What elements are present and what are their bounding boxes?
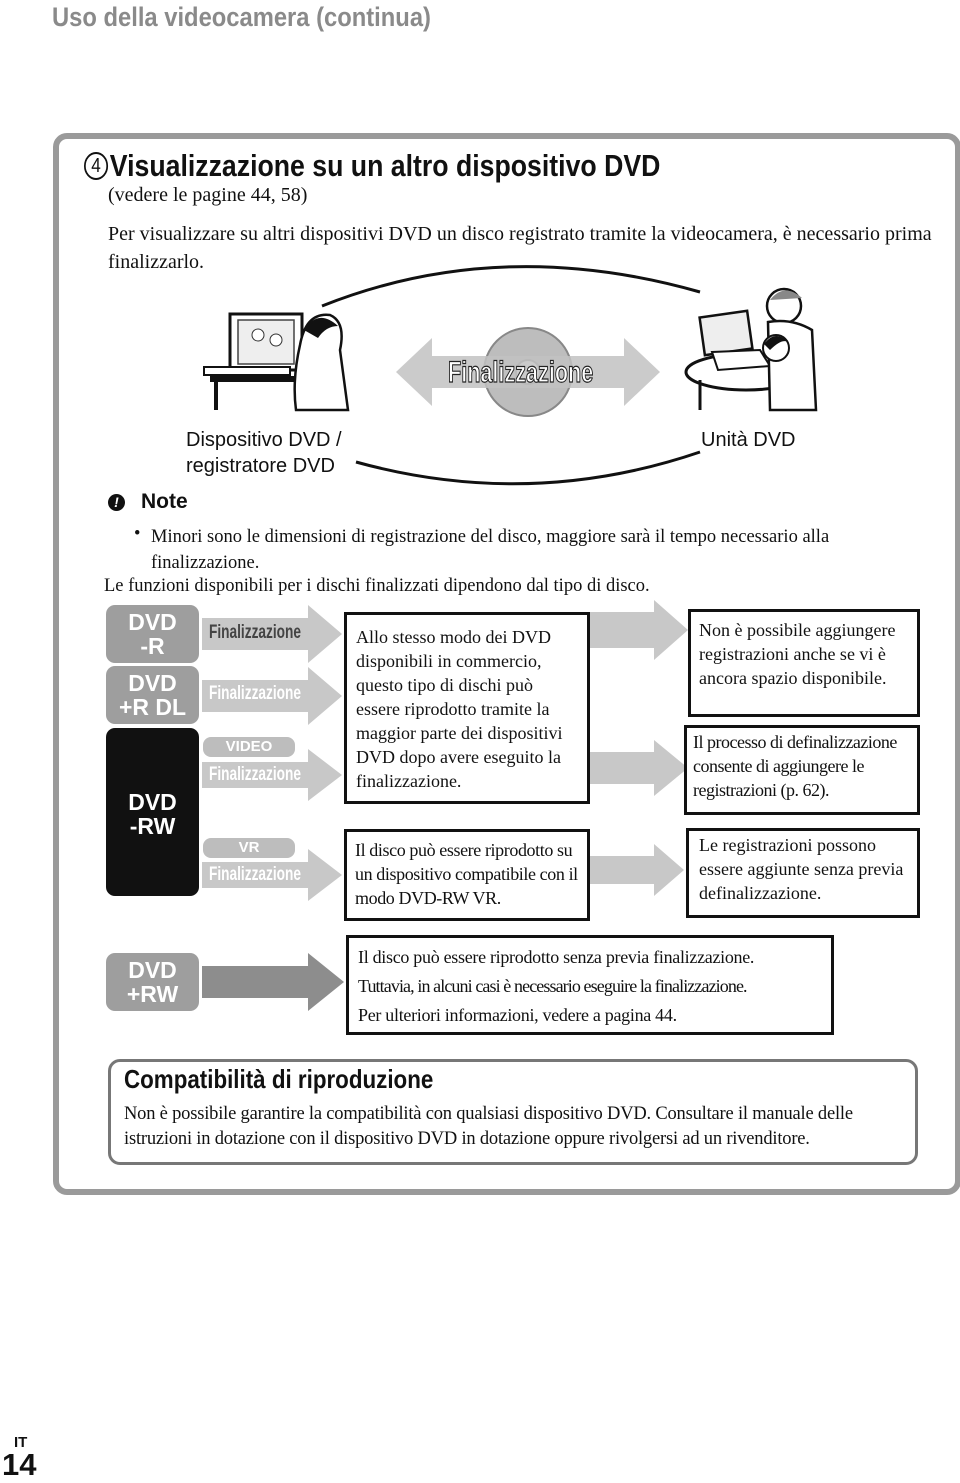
badge-dvd-r-dl: DVD+R DL xyxy=(106,666,199,724)
note-icon: ! xyxy=(108,494,125,511)
compat-title: Compatibilità di riproduzione xyxy=(124,1064,434,1094)
diagram-center-label: Finalizzazione xyxy=(448,355,594,389)
page-header-title: Uso della videocamera (continua) xyxy=(52,2,431,32)
box-definalize: Il processo di definalizzazione consente… xyxy=(684,725,920,815)
flow-arrows xyxy=(202,600,688,1011)
fin-label-vr: Finalizzazione xyxy=(209,864,301,885)
fin-label-dvd-r: Finalizzazione xyxy=(209,622,301,643)
arrow-fin-vr xyxy=(202,849,342,901)
disc-types-intro: Le funzioni disponibili per i dischi fin… xyxy=(104,576,650,596)
finalization-diagram xyxy=(203,265,818,486)
arrow-fin-video xyxy=(202,749,342,801)
box-commercial-playback: Allo stesso modo dei DVD disponibili in … xyxy=(344,612,590,804)
vr-mode-pill: VR xyxy=(203,838,295,858)
badge-dvd-r: DVD-R xyxy=(106,605,199,663)
bullet-dot: • xyxy=(134,524,141,544)
arrow-fin-dvd-r xyxy=(202,605,342,663)
page-number: 14 xyxy=(2,1447,37,1482)
compat-text: Non è possibile garantire la compatibili… xyxy=(124,1104,853,1149)
badge-dvd-rw: DVD-RW xyxy=(106,728,199,896)
box-plus-rw: Il disco può essere riprodotto senza pre… xyxy=(346,935,834,1035)
upper-arc xyxy=(321,265,701,308)
note-bullet-text: Minori sono le dimensioni di registrazio… xyxy=(151,527,830,573)
note-heading: !Note xyxy=(108,490,188,514)
arrow-plus-rw xyxy=(202,953,344,1011)
section-subtitle: (vedere le pagine 44, 58) xyxy=(108,184,308,206)
badge-dvd-plus-rw: DVD+RW xyxy=(106,953,199,1011)
page-language: IT xyxy=(14,1434,28,1451)
video-mode-pill: VIDEO xyxy=(203,737,295,757)
section-intro: Per visualizzare su altri dispositivi DV… xyxy=(108,223,932,273)
box-no-add: Non è possibile aggiungere registrazioni… xyxy=(688,609,920,717)
compat-box xyxy=(108,1059,918,1165)
fin-label-dvd-r-dl: Finalizzazione xyxy=(209,683,301,704)
box-vr-playback: Il disco può essere riprodotto su un dis… xyxy=(344,829,590,921)
pc-viewer-illustration xyxy=(684,287,818,412)
box-vr-add: Le registrazioni possono essere aggiunte… xyxy=(686,828,920,918)
arrow-vr-add xyxy=(590,844,684,896)
fin-label-video: Finalizzazione xyxy=(209,764,301,785)
tv-viewer-illustration xyxy=(203,312,350,412)
double-arrow-icon xyxy=(396,338,660,406)
lower-arc xyxy=(355,450,701,486)
arrow-definalize xyxy=(590,740,688,796)
left-device-label: Dispositivo DVD / registratore DVD xyxy=(186,429,342,477)
arrow-fin-dvd-r-dl xyxy=(202,667,342,725)
right-device-label: Unità DVD xyxy=(701,429,796,451)
step-number-badge: 4 xyxy=(84,152,109,180)
arrow-no-add xyxy=(590,600,688,660)
